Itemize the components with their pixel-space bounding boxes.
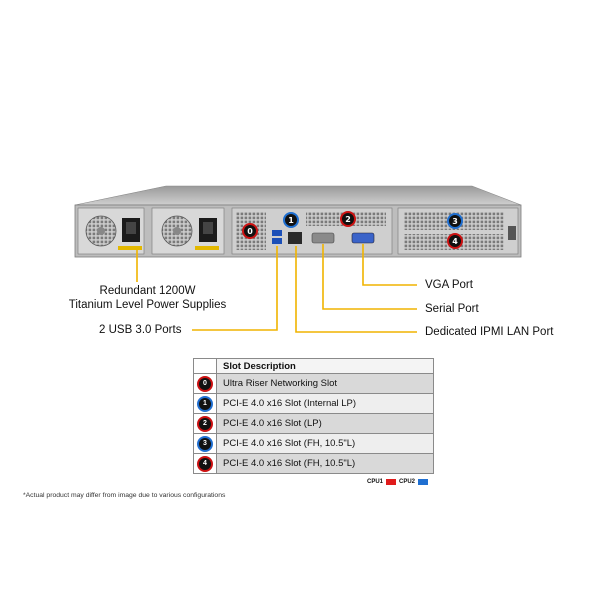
serial-port	[311, 232, 335, 244]
slot-description: PCI-E 4.0 x16 Slot (LP)	[216, 413, 434, 434]
slot-number-badge: 4	[197, 455, 213, 472]
cpu2-color-swatch	[418, 479, 429, 485]
callout-power-supplies-line2: Titanium Level Power Supplies	[68, 299, 227, 311]
slot-description-table: Slot Description 0 Ultra Riser Networkin…	[193, 358, 434, 474]
table-row: 1 PCI-E 4.0 x16 Slot (Internal LP)	[193, 393, 434, 414]
slot-marker-3: 3	[447, 213, 463, 229]
vga-port	[351, 232, 375, 244]
slot-number-cell: 2	[193, 413, 217, 434]
callout-power-supplies-line1: Redundant 1200W	[99, 285, 196, 297]
cpu-legend-cpu2-label: CPU2	[399, 479, 416, 485]
power-supply-2	[151, 207, 225, 255]
slot-marker-1: 1	[283, 212, 299, 228]
slot-number-badge: 2	[197, 415, 213, 432]
table-row: 4 PCI-E 4.0 x16 Slot (FH, 10.5"L)	[193, 453, 434, 474]
slot-marker-4: 4	[447, 233, 463, 249]
callout-usb: 2 USB 3.0 Ports	[99, 324, 182, 336]
slot-number-cell: 4	[193, 453, 217, 474]
slot-description: PCI-E 4.0 x16 Slot (FH, 10.5"L)	[216, 453, 434, 474]
slot-description: PCI-E 4.0 x16 Slot (FH, 10.5"L)	[216, 433, 434, 454]
chassis-top-cover	[74, 185, 522, 206]
usb-port-2	[272, 238, 282, 244]
power-supply-1	[77, 207, 145, 255]
usb-port-1	[272, 230, 282, 236]
table-row: 0 Ultra Riser Networking Slot	[193, 373, 434, 394]
slot-table-header-blank	[193, 358, 217, 374]
slot-marker-0: 0	[242, 223, 258, 239]
callout-serial: Serial Port	[425, 303, 479, 315]
ipmi-lan-port	[288, 232, 302, 244]
slot-description: Ultra Riser Networking Slot	[216, 373, 434, 394]
cpu-legend: CPU1 CPU2	[367, 479, 429, 485]
callout-vga: VGA Port	[425, 279, 473, 291]
slot-number-badge: 1	[197, 395, 213, 412]
slot-number-badge: 0	[197, 375, 213, 392]
footnote: *Actual product may differ from image du…	[23, 492, 226, 499]
table-row: 3 PCI-E 4.0 x16 Slot (FH, 10.5"L)	[193, 433, 434, 454]
slot-table-header: Slot Description	[216, 358, 434, 374]
slot-number-cell: 1	[193, 393, 217, 414]
slot-marker-2-label: 2	[345, 215, 351, 224]
slot-marker-4-label: 4	[452, 237, 458, 246]
slot-number-cell: 3	[193, 433, 217, 454]
table-row: 2 PCI-E 4.0 x16 Slot (LP)	[193, 413, 434, 434]
slot-number-badge: 3	[197, 435, 213, 452]
slot-number-cell: 0	[193, 373, 217, 394]
slot-table-header-row: Slot Description	[193, 358, 434, 374]
cpu-legend-cpu1-label: CPU1	[367, 479, 384, 485]
slot-marker-2: 2	[340, 211, 356, 227]
slot-marker-0-label: 0	[247, 227, 253, 236]
slot-marker-1-label: 1	[288, 216, 294, 225]
cpu1-color-swatch	[386, 479, 397, 485]
slot-description: PCI-E 4.0 x16 Slot (Internal LP)	[216, 393, 434, 414]
callout-ipmi: Dedicated IPMI LAN Port	[425, 326, 554, 338]
slot-marker-3-label: 3	[452, 217, 458, 226]
callout-power-supplies: Redundant 1200W Titanium Level Power Sup…	[60, 284, 235, 312]
